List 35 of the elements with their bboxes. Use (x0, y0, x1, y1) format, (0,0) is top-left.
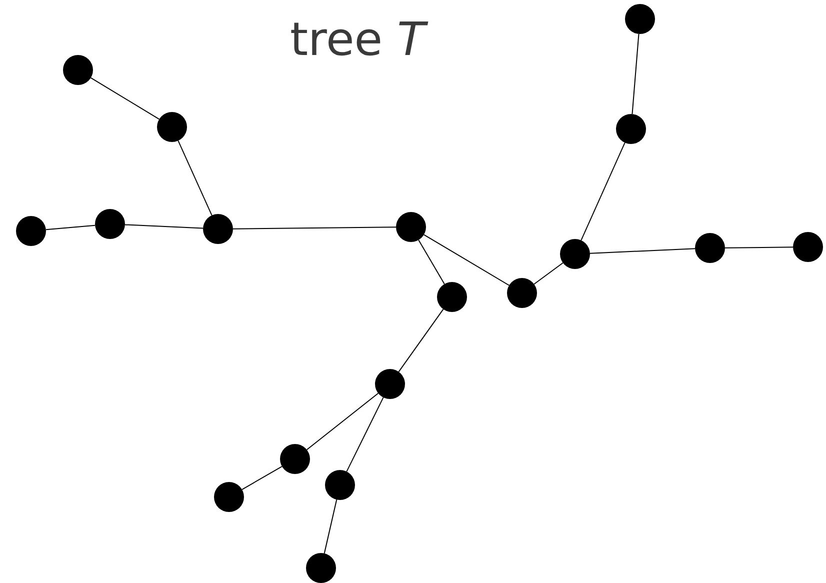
edge-line (324, 499, 338, 554)
edge-line (346, 396, 384, 472)
vertex-dot (325, 470, 355, 500)
edge-line (90, 77, 160, 120)
vertex-dot (793, 232, 823, 262)
edge-line (242, 466, 282, 490)
edge-line (632, 33, 640, 115)
edge-line (423, 234, 510, 286)
edge-line (232, 226, 396, 230)
vertex-dot (396, 212, 426, 242)
vertex-dot (63, 55, 93, 85)
vertex-dot (625, 4, 655, 34)
edge-line (418, 239, 445, 285)
vertex-dot (616, 114, 646, 144)
edge-line (124, 224, 204, 229)
vertex-dot (437, 282, 467, 312)
vertex-dot (507, 278, 537, 308)
vertex-dot (375, 369, 405, 399)
vertex-dot (280, 444, 310, 474)
vertex-dot (16, 216, 46, 246)
vertex-dot (203, 214, 233, 244)
edge-line (398, 308, 444, 372)
vertex-dot (560, 239, 590, 269)
vertex-dot (95, 209, 125, 239)
edge-line (589, 248, 696, 254)
edge-line (580, 142, 626, 241)
vertex-dot (306, 553, 336, 583)
edge-line (724, 246, 794, 248)
edge-line (306, 392, 379, 450)
edge-line (178, 140, 212, 216)
vertex-dot (157, 112, 187, 142)
edge-line (534, 262, 564, 285)
edge-line (45, 224, 96, 230)
vertex-dot (214, 482, 244, 512)
vertex-dot (695, 233, 725, 263)
